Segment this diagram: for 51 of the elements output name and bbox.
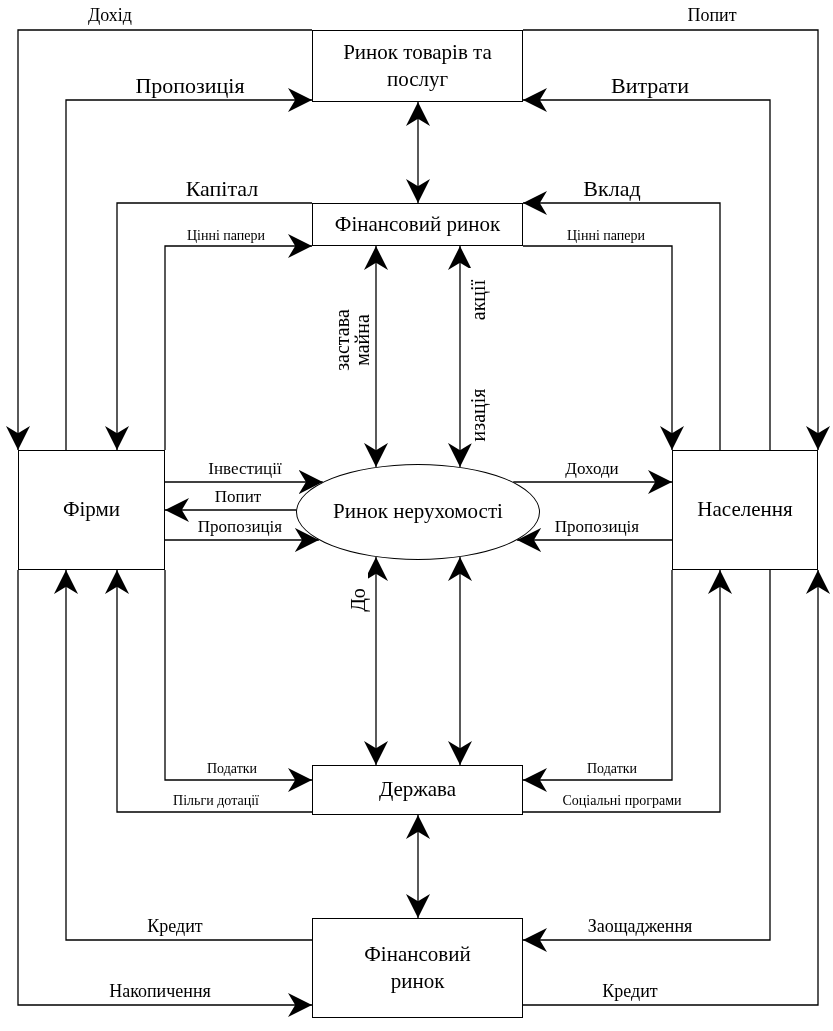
edge-label: Заощадження bbox=[585, 917, 695, 937]
edge-label: Цінні папери bbox=[564, 228, 648, 244]
arrow bbox=[54, 569, 313, 941]
edge-label: Пільги дотації bbox=[171, 793, 261, 809]
arrow bbox=[512, 470, 673, 494]
arrow bbox=[65, 88, 313, 451]
text-label: изація bbox=[468, 386, 488, 444]
arrow bbox=[522, 569, 673, 792]
process-box bbox=[312, 765, 523, 815]
edge-label: Соціальні програми bbox=[560, 793, 684, 809]
node-label: Фінансовий ринок bbox=[334, 210, 501, 238]
edge-label: Кредит bbox=[145, 917, 205, 937]
arrow bbox=[522, 29, 830, 451]
node-label: Ринок нерухомості bbox=[333, 498, 503, 526]
arrow bbox=[522, 88, 771, 451]
process-box bbox=[672, 450, 818, 570]
arrow bbox=[164, 528, 320, 552]
node-label: Фінансовий ринок bbox=[363, 940, 472, 995]
node-label: Населення bbox=[697, 496, 793, 524]
edge-label: Кредит bbox=[600, 982, 660, 1002]
arrow bbox=[522, 245, 684, 451]
arrow bbox=[448, 556, 472, 766]
node-label: Фірми bbox=[62, 496, 121, 524]
arrow bbox=[6, 29, 313, 451]
arrow bbox=[364, 245, 388, 468]
arrow bbox=[164, 234, 313, 451]
arrow bbox=[448, 245, 472, 468]
process-box bbox=[18, 450, 165, 570]
process-box bbox=[312, 30, 523, 102]
process-box bbox=[312, 203, 523, 246]
edge-label: Дохід bbox=[86, 6, 134, 26]
arrow bbox=[164, 498, 297, 522]
edge-label: Податки bbox=[584, 761, 640, 777]
arrow bbox=[105, 202, 313, 451]
edge-label: Податки bbox=[204, 761, 260, 777]
process-box bbox=[312, 918, 523, 1018]
arrow bbox=[522, 569, 732, 813]
arrow bbox=[516, 528, 673, 552]
arrow bbox=[522, 569, 771, 952]
arrow bbox=[406, 101, 430, 204]
arrow bbox=[364, 556, 388, 766]
arrow bbox=[522, 191, 721, 451]
arrow bbox=[164, 470, 324, 494]
arrow bbox=[406, 814, 430, 919]
arrow bbox=[522, 569, 830, 1006]
edge-label: Цінні папери bbox=[184, 228, 268, 244]
arrow bbox=[164, 569, 313, 792]
arrow bbox=[105, 569, 313, 813]
node-label: Ринок товарів та послуг bbox=[342, 38, 493, 93]
node-label: Держава bbox=[378, 776, 457, 804]
arrow bbox=[17, 569, 313, 1017]
